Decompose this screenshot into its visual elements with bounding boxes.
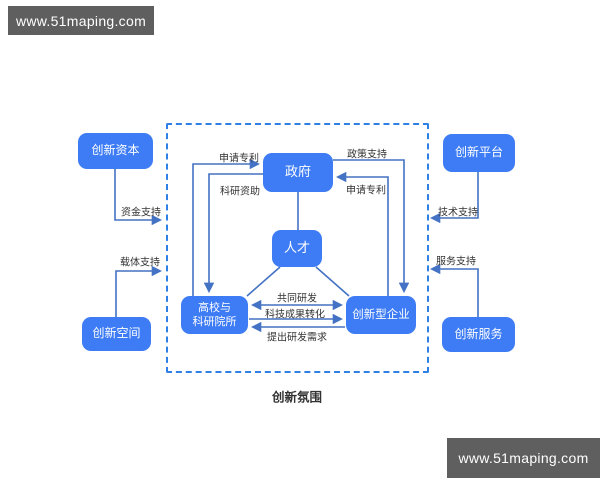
node-innovation-space: 创新空间 <box>82 317 151 351</box>
node-university-research: 高校与 科研院所 <box>181 296 248 334</box>
watermark-bottom-right: www.51maping.com <box>447 438 600 478</box>
node-label: 创新型企业 <box>352 308 410 321</box>
edge-label-policy-support: 政策支持 <box>347 149 387 161</box>
node-innovation-capital: 创新资本 <box>78 133 153 169</box>
node-government: 政府 <box>263 153 333 192</box>
watermark-text: www.51maping.com <box>458 450 589 466</box>
node-label: 创新平台 <box>454 145 503 160</box>
edge-carrier-support <box>115 265 163 317</box>
node-innovative-enterprise: 创新型企业 <box>346 296 416 334</box>
watermark-top-left: www.51maping.com <box>8 6 154 35</box>
node-talent: 人才 <box>272 230 322 267</box>
node-label: 创新服务 <box>454 326 503 341</box>
edge-label-research-funding: 科研资助 <box>220 186 260 198</box>
edge-label-apply-patent-right: 申请专利 <box>346 185 386 197</box>
edge-label-rd-demand: 提出研发需求 <box>267 332 327 344</box>
node-label: 创新资本 <box>91 143 140 158</box>
node-label: 政府 <box>284 164 311 180</box>
edge-label-achievement-transform: 科技成果转化 <box>265 309 325 321</box>
node-label-line1: 高校与 <box>198 301 231 314</box>
node-label: 创新空间 <box>92 326 141 341</box>
node-label-line2: 科研院所 <box>192 316 237 328</box>
node-innovation-service: 创新服务 <box>442 317 515 352</box>
edge-label-apply-patent-left: 申请专利 <box>219 153 259 165</box>
node-innovation-platform: 创新平台 <box>443 134 515 172</box>
edge-service-support <box>429 263 479 317</box>
node-label: 人才 <box>283 240 310 256</box>
edge-label-tech-support: 技术支持 <box>438 207 478 219</box>
edge-label-joint-rd: 共同研发 <box>277 293 317 305</box>
edge-label-carrier-support: 载体支持 <box>120 257 160 269</box>
edge-label-service-support: 服务支持 <box>436 256 476 268</box>
watermark-text: www.51maping.com <box>15 12 147 29</box>
edge-label-funding-support: 资金支持 <box>121 207 161 219</box>
zone-label: 创新氛围 <box>271 390 323 405</box>
innovation-atmosphere-zone <box>166 123 429 373</box>
